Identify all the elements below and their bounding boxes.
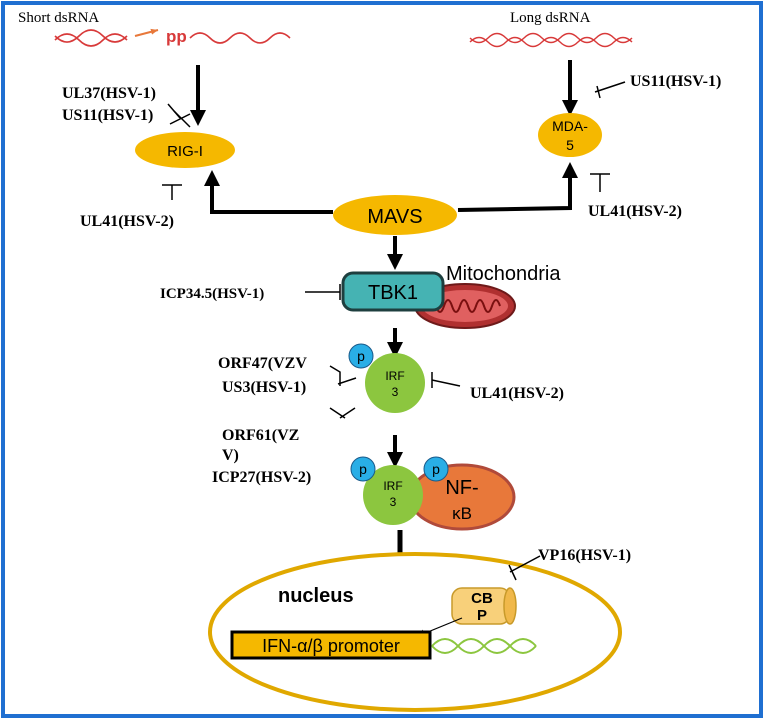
- icp27-label: ICP27(HSV-2): [212, 469, 311, 486]
- short-dsrna-strand: [54, 29, 291, 47]
- short-dsrna-label: Short dsRNA: [18, 10, 99, 26]
- mitochondria-label: Mitochondria: [446, 263, 561, 285]
- ul41-left-label: UL41(HSV-2): [80, 213, 174, 230]
- irf3-node-2: [363, 465, 423, 525]
- us3-label: US3(HSV-1): [222, 379, 306, 396]
- irf3-1-line1: IRF: [385, 369, 404, 383]
- vp16-inhibit-stem: [509, 555, 541, 573]
- mda5-node: [538, 113, 602, 157]
- irf3-node-1: [365, 353, 425, 413]
- cbp-line1: CB: [471, 590, 493, 607]
- orf61-label-line2: V): [222, 447, 239, 464]
- phospho-badge-1: [348, 343, 374, 369]
- dna-strand: [431, 638, 537, 654]
- arrow-mavs-to-rigi: [204, 170, 333, 214]
- phospho-badge-2: [350, 456, 376, 482]
- us11-inhibit-line: [169, 113, 191, 125]
- nfkb-line1: NF-: [445, 477, 478, 499]
- ifn-promoter-box: [230, 630, 432, 660]
- phospho-1-label: p: [357, 348, 365, 364]
- orf47-inhibit-line: [329, 365, 341, 386]
- icp34-5-label: ICP34.5(HSV-1): [160, 286, 264, 302]
- tbk1-label: TBK1: [368, 282, 418, 304]
- orf47-label: ORF47(VZV: [218, 355, 307, 372]
- ul41-right-label: UL41(HSV-2): [588, 203, 682, 220]
- nucleus-label: nucleus: [278, 585, 354, 607]
- us11-left-label: US11(HSV-1): [62, 107, 153, 124]
- long-dsrna-label: Long dsRNA: [510, 10, 591, 26]
- mavs-node: [333, 195, 457, 235]
- phospho-2-label: p: [359, 461, 367, 477]
- orf61-label-line1: ORF61(VZ: [222, 427, 299, 444]
- nfkb-line2: κB: [452, 504, 472, 523]
- mavs-label: MAVS: [367, 206, 422, 228]
- ul41-irf3-inhibit-stem: [431, 379, 461, 387]
- ul41-irf3-label: UL41(HSV-2): [470, 385, 564, 402]
- mda5-label-line2: 5: [566, 137, 574, 153]
- irf3-1-line2: 3: [392, 385, 399, 399]
- vp16-inhibit-bar: [508, 564, 517, 581]
- us11-right-inhibit-stem: [594, 81, 626, 93]
- orf61-inhibit-bar: [329, 407, 346, 419]
- long-dsrna-strand: [469, 32, 633, 48]
- phospho-3-label: p: [432, 461, 440, 477]
- rig-i-label: RIG-I: [167, 143, 203, 160]
- orange-arrow: [134, 28, 159, 37]
- inhibit-bar-rigi-top: [173, 110, 191, 128]
- phospho-badge-3: [423, 456, 449, 482]
- cbp-node: [451, 587, 517, 625]
- cbp-line2: P: [477, 607, 487, 624]
- us11-right-label: US11(HSV-1): [630, 73, 721, 90]
- mda5-label-line1: MDA-: [552, 118, 588, 134]
- us11-right-inhibit-bar: [596, 85, 601, 99]
- vp16-label: VP16(HSV-1): [538, 547, 631, 564]
- rig-i-node: [135, 132, 235, 168]
- arrow-mavs-to-mda5: [457, 162, 578, 212]
- tbk1-node: [341, 271, 445, 312]
- irf3-inhibit-bar-left: [337, 377, 357, 385]
- irf3-2-line1: IRF: [383, 479, 402, 493]
- ul37-label: UL37(HSV-1): [62, 85, 156, 102]
- pp-label: pp: [166, 27, 187, 46]
- irf3-2-line2: 3: [390, 495, 397, 509]
- ifn-promoter-label: IFN-α/β promoter: [262, 636, 400, 656]
